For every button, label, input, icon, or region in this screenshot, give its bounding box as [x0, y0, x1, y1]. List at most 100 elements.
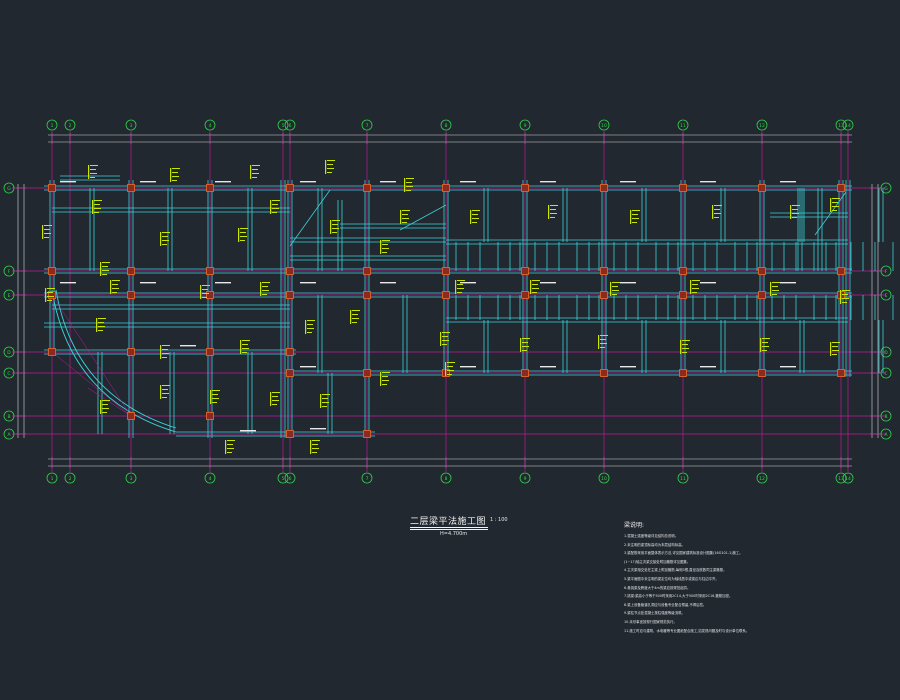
beam-annotation: [830, 198, 832, 212]
beam-annotation: [242, 344, 248, 345]
structural-column: [206, 348, 214, 356]
grid-bubble: [64, 472, 76, 484]
beam-annotation: [102, 404, 108, 405]
beam-annotation: [202, 297, 207, 298]
grid-bubble: [125, 119, 137, 131]
structural-column: [442, 267, 450, 275]
grid-bubble-label: B: [884, 414, 887, 420]
beam-annotation: [402, 222, 407, 223]
beam-annotation: [90, 165, 98, 166]
beam-label: [300, 366, 316, 368]
grid-bubble-label: A: [884, 432, 888, 438]
grid-bubble-label: E: [885, 293, 888, 299]
grid-bubble-label: F: [8, 269, 11, 275]
grid-bubble: [284, 472, 296, 484]
beam-annotation: [112, 284, 118, 285]
beam-annotation: [262, 286, 268, 287]
beam-annotation: [842, 290, 850, 291]
beam-annotation: [442, 344, 447, 345]
grid-bubble: [880, 367, 892, 379]
beam-annotation: [94, 212, 99, 213]
grid-bubble-label: 14: [845, 123, 851, 129]
beam-annotation: [548, 205, 550, 219]
beam-line: [289, 189, 331, 247]
beam-annotation: [760, 338, 762, 352]
structural-column: [758, 369, 766, 377]
beam-label: [540, 181, 556, 183]
grid-bubble: [277, 119, 289, 131]
beam-annotation: [327, 164, 333, 165]
beam-annotation: [842, 294, 848, 295]
beam-annotation: [470, 210, 472, 224]
beam-annotation: [714, 205, 722, 206]
beam-annotation: [770, 282, 772, 296]
structural-column: [758, 184, 766, 192]
beam-annotation: [690, 280, 692, 294]
beam-annotation: [47, 288, 55, 289]
structural-column: [679, 291, 687, 299]
beam-line: [399, 204, 447, 231]
beam-annotation: [762, 338, 770, 339]
beam-annotation: [310, 440, 312, 454]
beam-annotation: [44, 229, 50, 230]
beam-annotation: [160, 232, 162, 246]
beam-annotation: [252, 169, 258, 170]
structural-column: [442, 291, 450, 299]
beam-label: [310, 428, 326, 430]
beam-annotation: [400, 210, 402, 224]
beam-annotation: [172, 180, 177, 181]
beam-annotation: [270, 200, 272, 214]
beam-label: [700, 181, 716, 183]
beam-annotation: [94, 208, 101, 209]
beam-annotation: [240, 240, 245, 241]
beam-label: [380, 282, 396, 284]
beam-annotation: [42, 225, 44, 239]
beam-annotation: [252, 165, 260, 166]
beam-annotation: [162, 397, 167, 398]
beam-annotation: [270, 392, 272, 406]
beam-label: [460, 282, 476, 284]
grid-bubble-label: 13: [838, 476, 844, 482]
beam-annotation: [327, 168, 334, 169]
beam-annotation: [714, 213, 721, 214]
note-line: 3.梁配筋采用平面整体表示方法,详见国家建筑标准设计图集(16G101-1)施工…: [624, 551, 743, 556]
beam-annotation: [162, 244, 167, 245]
beam-label: [700, 366, 716, 368]
beam-annotation: [272, 392, 280, 393]
curved-beam: [51, 289, 177, 433]
beam-annotation: [832, 198, 840, 199]
beam-annotation: [352, 314, 358, 315]
beam-annotation: [100, 400, 102, 414]
beam-annotation: [550, 209, 556, 210]
beam-annotation: [102, 270, 109, 271]
beam-annotation: [272, 396, 278, 397]
beam-annotation: [312, 448, 319, 449]
structural-column: [286, 267, 294, 275]
beam-annotation: [772, 290, 779, 291]
beam-annotation: [714, 209, 720, 210]
beam-notes: 梁说明: 1.混凝土强度等级详见结构总说明。2.未注明的梁顶标高均为本层结构标高…: [624, 520, 829, 635]
beam-annotation: [98, 326, 105, 327]
beam-annotation: [832, 346, 838, 347]
beam-label: [140, 181, 156, 183]
beam-annotation: [352, 310, 360, 311]
beam-annotation: [162, 357, 167, 358]
structural-column: [286, 430, 294, 438]
beam-annotation: [200, 285, 202, 299]
beam-annotation: [600, 335, 608, 336]
grid-bubble-label: A: [7, 432, 11, 438]
structural-column: [127, 184, 135, 192]
beam-line: [814, 191, 847, 236]
grid-bubble: [3, 410, 15, 422]
beam-annotation: [682, 344, 688, 345]
grid-bubble-label: 5: [282, 476, 285, 482]
structural-column: [127, 348, 135, 356]
beam-annotation: [600, 347, 605, 348]
beam-annotation: [612, 294, 617, 295]
note-line: 2.未注明的梁顶标高均为本层结构标高。: [624, 542, 685, 547]
beam-annotation: [162, 385, 170, 386]
beam-annotation: [840, 290, 842, 304]
beam-annotation: [352, 318, 359, 319]
grid-bubble: [880, 265, 892, 277]
beam-annotation: [832, 342, 840, 343]
